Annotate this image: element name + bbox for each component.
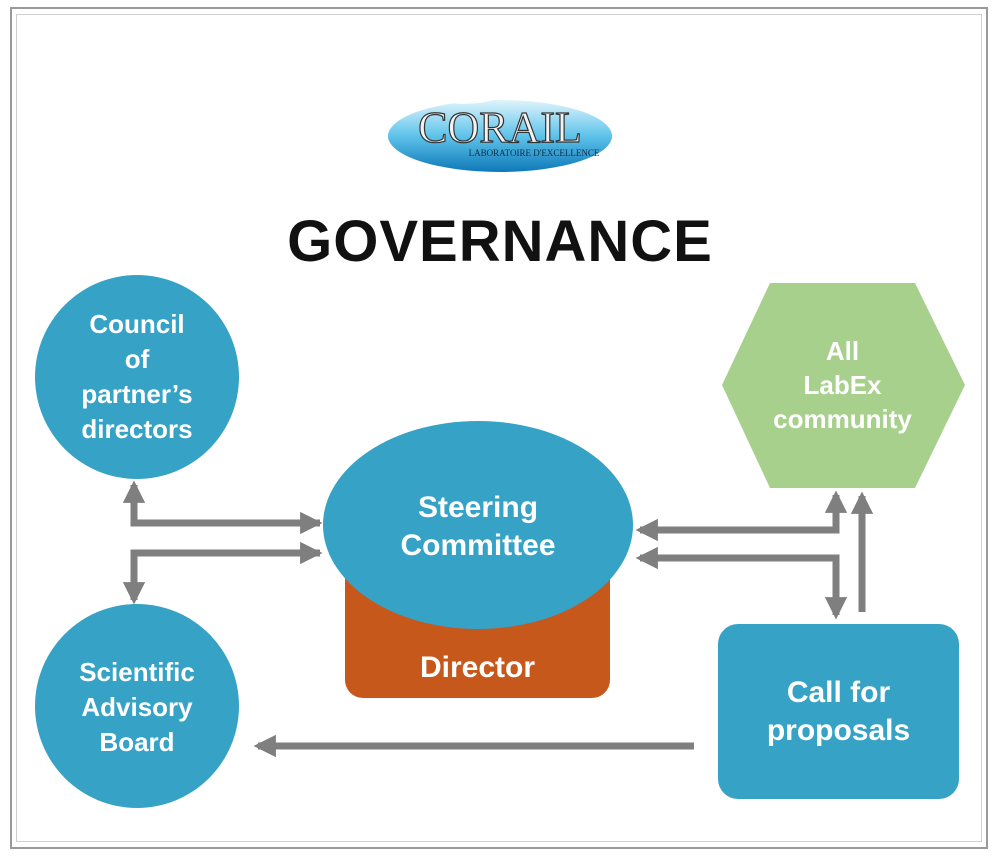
corail-logo: CORAIL LABORATOIRE D'EXCELLENCE	[384, 68, 616, 176]
community-hexagon	[722, 283, 965, 488]
proposals-label: Call for proposals	[766, 676, 911, 747]
council-circle	[35, 275, 239, 479]
arrow-steering-to-community	[760, 490, 848, 534]
arrow-proposals-to-steering	[635, 546, 840, 608]
page-title: GOVERNANCE	[287, 209, 713, 274]
steering-committee-ellipse	[323, 421, 633, 629]
advisory-board-label: Scientific Advisory Board	[79, 656, 195, 757]
proposals-box	[718, 624, 959, 799]
council-label: Council of partner’s directors	[81, 309, 193, 444]
arrow-steering-to-advisory	[122, 549, 320, 605]
inner-frame	[16, 14, 982, 842]
outer-frame	[10, 7, 988, 849]
steering-committee-label: Steering Committee	[400, 491, 556, 562]
arrow-council-to-steering	[130, 492, 323, 535]
arrow-steering-to-proposals	[760, 554, 848, 620]
community-label: All LabEx community	[773, 336, 912, 434]
arrow-advisory-to-steering	[130, 541, 323, 590]
arrow-community-to-steering	[635, 502, 840, 542]
svg-text:LABORATOIRE D'EXCELLENCE: LABORATOIRE D'EXCELLENCE	[469, 148, 600, 158]
director-label: Director	[419, 651, 536, 684]
advisory-board-circle	[35, 604, 239, 808]
arrow-steering-to-council	[122, 480, 320, 527]
svg-text:CORAIL: CORAIL	[418, 103, 582, 152]
